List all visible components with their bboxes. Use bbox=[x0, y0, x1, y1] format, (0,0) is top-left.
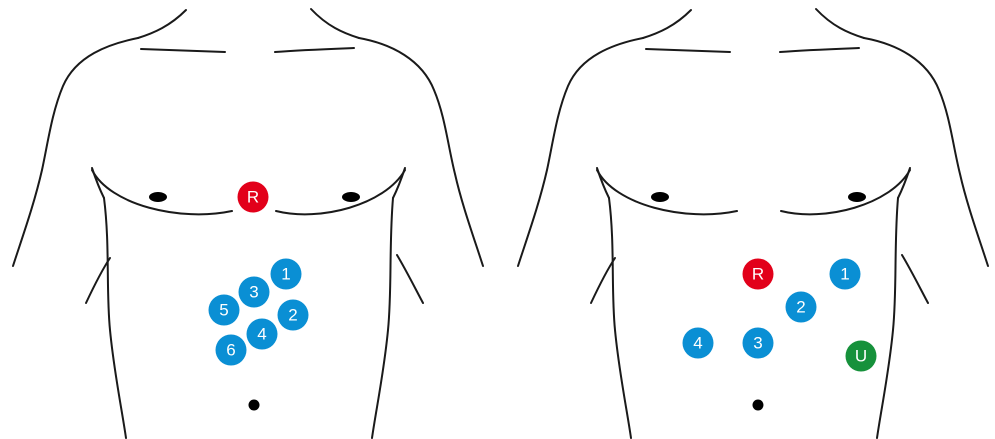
arm-inner-right bbox=[902, 255, 928, 303]
marker-label: U bbox=[855, 347, 867, 366]
collarbone-right bbox=[780, 48, 859, 52]
pectoral-left bbox=[597, 170, 737, 214]
nipple-left bbox=[149, 192, 167, 202]
arm-inner-right bbox=[397, 255, 423, 303]
marker-label: 1 bbox=[281, 265, 290, 284]
nipple-left bbox=[651, 192, 669, 202]
torso-left: R 1 2 3 4 5 6 bbox=[13, 9, 483, 438]
nipple-right bbox=[848, 192, 866, 202]
shoulder-arm-right bbox=[864, 38, 988, 266]
marker-label: 1 bbox=[840, 265, 849, 284]
electrode-marker-5: 5 bbox=[209, 295, 240, 326]
electrode-marker-3: 3 bbox=[743, 328, 774, 359]
torso-right: R 1 2 3 4 U bbox=[518, 9, 988, 438]
collarbone-right bbox=[275, 48, 354, 52]
shoulder-arm-left bbox=[518, 38, 643, 266]
navel bbox=[249, 400, 260, 411]
marker-label: R bbox=[247, 188, 259, 207]
arm-inner-left bbox=[591, 258, 615, 303]
neck-left-side bbox=[643, 10, 691, 38]
marker-label: 3 bbox=[249, 283, 258, 302]
torso-left-outline bbox=[13, 9, 483, 438]
electrode-marker-3: 3 bbox=[239, 277, 270, 308]
waist-right bbox=[372, 198, 393, 438]
waist-left bbox=[609, 198, 631, 438]
electrode-marker-6: 6 bbox=[216, 335, 247, 366]
pectoral-left bbox=[92, 170, 232, 214]
marker-label: 2 bbox=[288, 306, 297, 325]
shoulder-arm-left bbox=[13, 38, 138, 266]
neck-left-side bbox=[138, 10, 186, 38]
nipple-right bbox=[342, 192, 360, 202]
electrode-marker-4: 4 bbox=[683, 328, 714, 359]
reference-electrode-marker: R bbox=[238, 182, 269, 213]
pectoral-right bbox=[276, 170, 405, 214]
shoulder-arm-right bbox=[359, 38, 483, 266]
marker-label: R bbox=[752, 265, 764, 284]
waist-left bbox=[104, 198, 126, 438]
marker-label: 6 bbox=[226, 341, 235, 360]
neck-right-side bbox=[311, 9, 359, 38]
electrode-marker-2: 2 bbox=[278, 300, 309, 331]
marker-label: 3 bbox=[753, 334, 762, 353]
collarbone-left bbox=[646, 49, 730, 52]
reference-electrode-marker: R bbox=[743, 259, 774, 290]
ground-electrode-marker: U bbox=[846, 341, 877, 372]
marker-label: 2 bbox=[796, 298, 805, 317]
electrode-marker-1: 1 bbox=[271, 259, 302, 290]
electrode-marker-1: 1 bbox=[830, 259, 861, 290]
navel bbox=[753, 400, 764, 411]
collarbone-left bbox=[141, 49, 225, 52]
electrode-marker-4: 4 bbox=[247, 319, 278, 350]
arm-inner-left bbox=[86, 258, 110, 303]
marker-label: 4 bbox=[257, 325, 266, 344]
neck-right-side bbox=[816, 9, 864, 38]
pectoral-right bbox=[781, 170, 910, 214]
marker-label: 5 bbox=[219, 301, 228, 320]
marker-label: 4 bbox=[693, 334, 702, 353]
electrode-marker-2: 2 bbox=[786, 292, 817, 323]
waist-right bbox=[877, 198, 898, 438]
torso-right-outline bbox=[518, 9, 988, 438]
